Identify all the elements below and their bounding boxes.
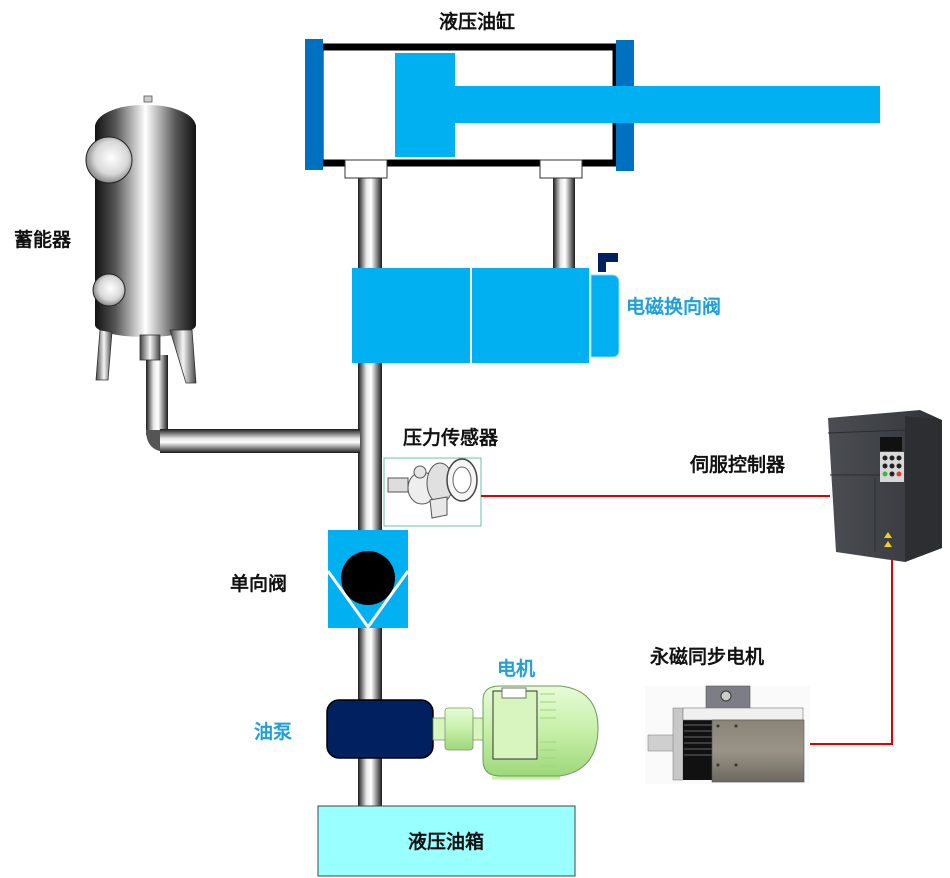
oil-pump-label: 油泵 — [254, 721, 292, 743]
pressure-sensor-label: 压力传感器 — [403, 426, 499, 449]
cylinder-port-right — [539, 159, 583, 179]
oil-tank — [317, 805, 576, 877]
pressure-sensor — [383, 457, 482, 527]
accumulator — [85, 95, 197, 384]
right-pipe — [553, 175, 575, 270]
hydraulic-cylinder — [305, 39, 880, 179]
solenoid-connector — [598, 253, 618, 272]
controller-to-motor-line — [808, 555, 893, 745]
servo-controller-label: 伺服控制器 — [689, 453, 786, 476]
electric-motor — [432, 685, 599, 780]
cylinder-port-left — [344, 159, 388, 179]
check-valve — [326, 530, 410, 630]
solenoid-valve-label: 电磁换向阀 — [626, 295, 721, 318]
motor-label: 电机 — [497, 657, 535, 680]
pm-motor-label: 永磁同步电机 — [649, 645, 764, 668]
cylinder-piston — [395, 53, 455, 157]
cylinder-left-cap — [305, 39, 323, 170]
signal-lines — [481, 495, 893, 745]
accumulator-pipe — [146, 355, 360, 453]
pm-synchronous-motor — [645, 685, 810, 784]
check-valve-label: 单向阀 — [230, 572, 287, 595]
oil-tank-label: 液压油箱 — [408, 830, 484, 853]
servo-controller — [827, 410, 942, 562]
cylinder-label: 液压油缸 — [439, 10, 515, 33]
accumulator-label: 蓄能器 — [14, 228, 72, 251]
cylinder-rod — [455, 86, 880, 123]
solenoid-valve — [352, 253, 620, 363]
oil-pump — [326, 699, 434, 759]
